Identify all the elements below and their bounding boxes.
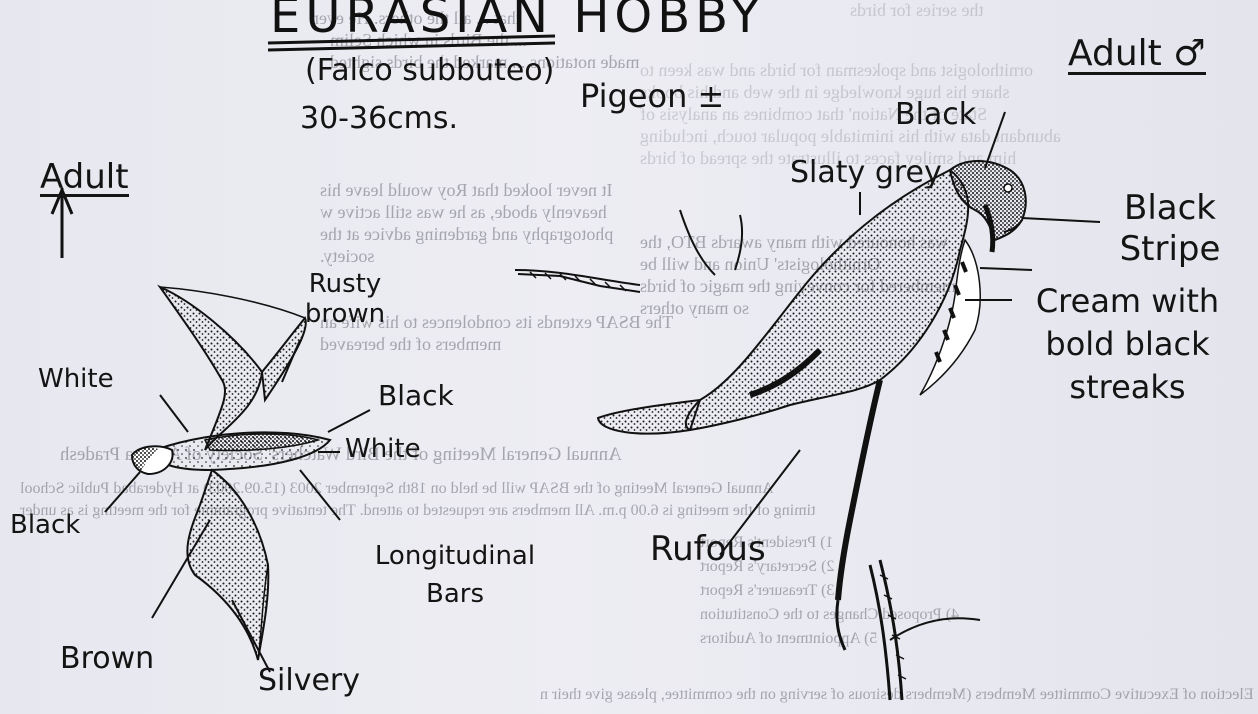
label-cream-streaks: Cream with bold black streaks (1010, 280, 1245, 410)
label-white: White (38, 366, 114, 392)
label-brown: Brown (60, 644, 154, 674)
size-range: 30-36cms. (300, 104, 458, 134)
perched-bird-drawing (515, 161, 1026, 700)
label-rusty-brown: Rusty brown (290, 270, 400, 330)
left-heading: Adult (40, 160, 129, 197)
label-black: Black (895, 100, 976, 130)
label-silvery: Silvery (258, 666, 360, 696)
label-slaty-grey: Slaty grey (790, 158, 942, 188)
label-longitudinal-bars: Longitudinal Bars (350, 538, 560, 613)
label-white: White (345, 436, 421, 462)
label-black: Black (10, 512, 80, 538)
arrow-icon (52, 188, 72, 258)
flying-bird-drawing (132, 287, 330, 660)
title-underline (268, 43, 555, 50)
label-black: Black (378, 382, 454, 410)
label-rufous: Rufous (650, 532, 766, 566)
size-comparison: Pigeon ± (580, 80, 724, 112)
label-black-stripe: Black Stripe (1100, 188, 1240, 270)
right-heading: Adult ♂ (1068, 36, 1206, 75)
page-title: EURASIAN HOBBY (270, 0, 765, 40)
scientific-name: (Falco subbuteo) (305, 56, 554, 86)
